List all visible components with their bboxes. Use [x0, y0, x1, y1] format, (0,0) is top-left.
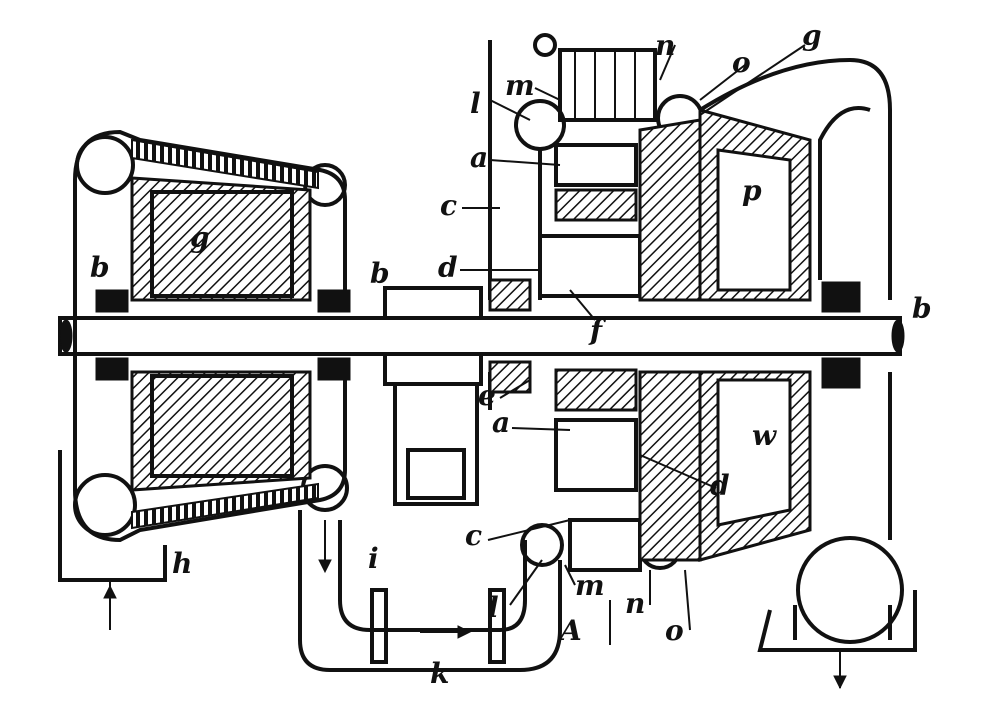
- label-b-left: b: [90, 251, 110, 284]
- label-i: i: [368, 542, 379, 575]
- label-g-left: g: [190, 221, 210, 254]
- label-n-top: n: [655, 29, 675, 62]
- label-m-top: m: [505, 69, 535, 102]
- leader-lines: [460, 44, 806, 645]
- label-l-top: l: [470, 87, 481, 120]
- label-o-bottom: o: [665, 614, 684, 647]
- label-a-top: a: [470, 141, 488, 174]
- exhaust-pipe: [298, 510, 562, 672]
- label-c-top: c: [440, 189, 457, 222]
- labels: b b b g g h i k l l m m a a c c d d e f …: [90, 19, 932, 690]
- label-A: A: [557, 614, 582, 647]
- label-m-bottom: m: [575, 569, 605, 602]
- label-c-bottom: c: [465, 519, 482, 552]
- label-l-bottom: l: [488, 591, 499, 624]
- label-b-right: b: [912, 292, 932, 325]
- label-w: w: [752, 419, 777, 452]
- label-p: p: [742, 174, 762, 207]
- left-casing: [58, 129, 351, 630]
- label-e: e: [478, 379, 496, 412]
- label-b-mid: b: [370, 257, 390, 290]
- right-casing: [488, 33, 917, 690]
- label-g-top: g: [802, 19, 822, 52]
- label-d-bottom: d: [710, 469, 730, 502]
- coupling: [383, 286, 483, 506]
- label-h: h: [172, 547, 192, 580]
- label-k: k: [430, 657, 449, 690]
- label-a-bottom: a: [492, 406, 510, 439]
- main-shaft: [58, 316, 905, 356]
- label-n-bottom: n: [625, 587, 645, 620]
- label-d-top: d: [438, 251, 458, 284]
